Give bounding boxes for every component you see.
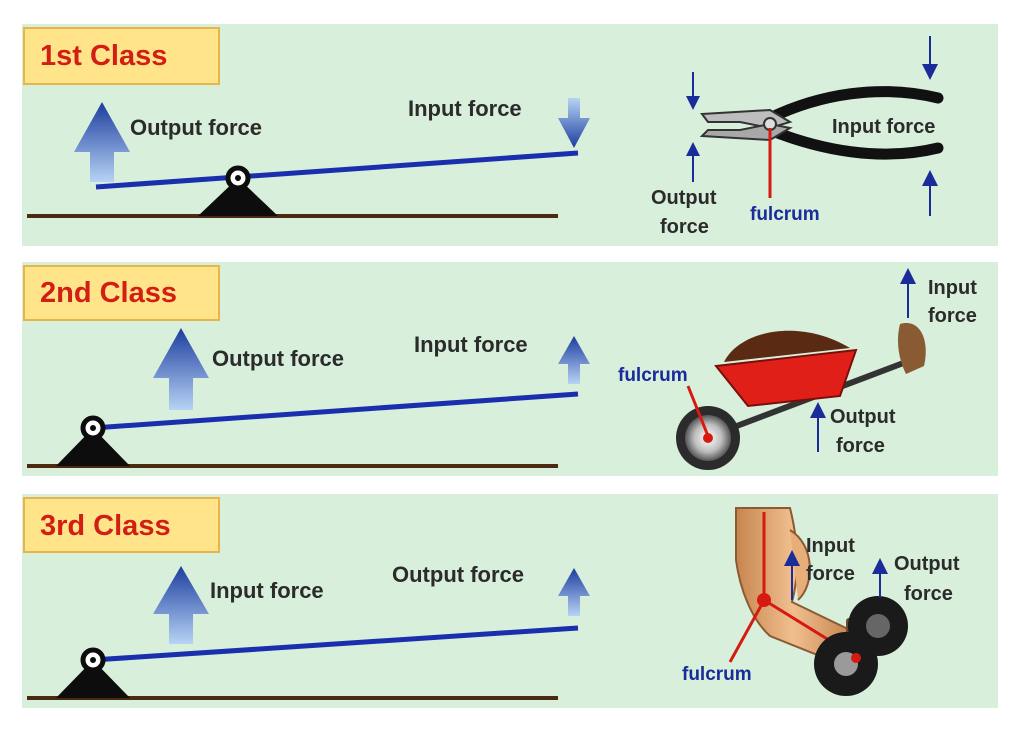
lever-bar — [92, 625, 579, 663]
input-force-arrow — [153, 566, 209, 644]
input-force-arrow — [558, 336, 590, 384]
arm-output-label-2: force — [904, 583, 953, 605]
panel-title: 3rd Class — [40, 510, 171, 542]
pliers-output-label-1: Output — [651, 187, 717, 209]
pliers-fulcrum-label: fulcrum — [750, 204, 820, 225]
arm-arrows — [784, 550, 888, 600]
pliers-arrows — [686, 36, 938, 216]
arm-input-label-1: Input — [806, 535, 855, 557]
fulcrum-pointer — [728, 603, 764, 663]
input-force-label: Input force — [408, 96, 522, 121]
output-force-arrow — [153, 328, 209, 410]
panel-2nd-class: 2nd Class Output force Input force fulcr — [22, 262, 998, 476]
lever-bar — [95, 150, 579, 190]
output-force-arrow — [558, 568, 590, 616]
pliers-input-label: Input force — [832, 116, 935, 138]
panel-title: 2nd Class — [40, 277, 177, 309]
fulcrum-pointer — [686, 385, 710, 437]
arm-illustration — [735, 507, 908, 696]
wheelbarrow-arrows — [810, 268, 916, 452]
title-badge: 1st Class — [23, 27, 220, 85]
arm-input-label-2: force — [806, 563, 855, 585]
panel-1st-class: 1st Class Output force Input force — [22, 24, 998, 246]
wheelbarrow-input-label-1: Input — [928, 277, 977, 299]
wheelbarrow-illustration — [676, 323, 926, 470]
arm-fulcrum-label: fulcrum — [682, 664, 752, 685]
output-force-arrow — [74, 102, 130, 182]
title-badge: 2nd Class — [23, 265, 220, 321]
panel-title: 1st Class — [40, 40, 167, 72]
arm-output-label-1: Output — [894, 553, 960, 575]
input-force-label: Input force — [210, 578, 324, 603]
output-force-label: Output force — [130, 115, 262, 140]
output-force-label: Output force — [212, 346, 344, 371]
fulcrum-triangle — [198, 178, 278, 216]
input-force-arrow — [558, 98, 590, 148]
pliers-illustration — [699, 86, 944, 160]
wheelbarrow-fulcrum-label: fulcrum — [618, 365, 688, 386]
pliers-output-label-2: force — [660, 216, 709, 238]
title-badge: 3rd Class — [23, 497, 220, 553]
wheelbarrow-output-label-2: force — [836, 435, 885, 457]
panel-3rd-class: 3rd Class Input force Output force — [22, 494, 998, 708]
wheelbarrow-input-label-2: force — [928, 305, 977, 327]
lever-bar — [92, 391, 579, 431]
fulcrum-triangle — [56, 428, 130, 466]
wheelbarrow-output-label-1: Output — [830, 406, 896, 428]
input-force-label: Input force — [414, 332, 528, 357]
fulcrum-triangle — [56, 660, 130, 698]
output-force-label: Output force — [392, 562, 524, 587]
